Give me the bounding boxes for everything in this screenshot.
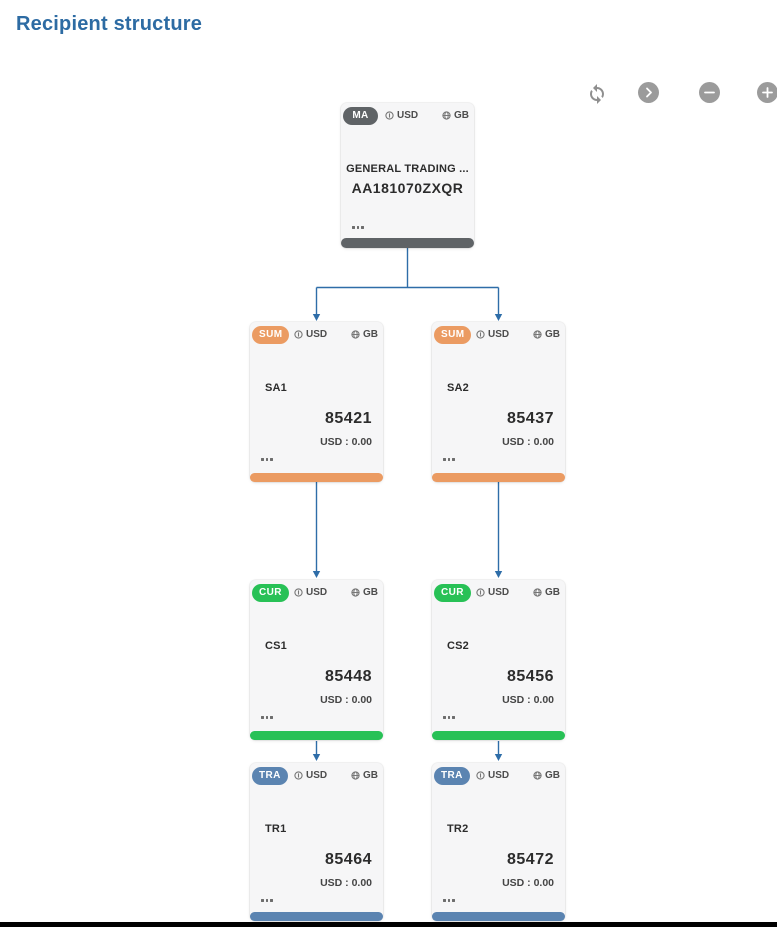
account-type-badge: MA: [343, 107, 378, 125]
card-status-bar: [250, 473, 383, 482]
currency-label: USD: [306, 329, 328, 340]
account-type-badge: TRA: [434, 767, 470, 785]
country-globe-icon: [442, 111, 451, 120]
card-status-bar: [432, 473, 565, 482]
refresh-button[interactable]: [585, 81, 609, 105]
bottom-edge-bar: [0, 922, 777, 927]
account-balance: USD : 0.00: [502, 877, 554, 889]
more-menu-icon[interactable]: [261, 899, 273, 902]
currency-icon: [385, 111, 394, 120]
country-label: GB: [545, 329, 560, 340]
page-title: Recipient structure: [16, 13, 203, 35]
account-card-cs2[interactable]: CUR USD GB CS2 85456 USD : 0.00: [432, 580, 565, 740]
account-name: GENERAL TRADING ...: [346, 163, 469, 175]
account-card-tr1[interactable]: TRA USD GB TR1 85464 USD : 0.00: [250, 763, 383, 921]
account-balance: USD : 0.00: [320, 694, 372, 706]
card-status-bar: [250, 912, 383, 921]
country-globe-icon: [533, 771, 542, 780]
more-menu-icon[interactable]: [352, 226, 364, 229]
currency-label: USD: [397, 110, 419, 121]
card-status-bar: [250, 731, 383, 740]
currency-icon: [476, 771, 485, 780]
account-type-badge: SUM: [252, 326, 290, 344]
expand-button[interactable]: [638, 82, 659, 103]
account-type-badge: TRA: [252, 767, 288, 785]
account-number: 85448: [325, 668, 372, 685]
more-menu-icon[interactable]: [443, 716, 455, 719]
currency-label: USD: [306, 770, 328, 781]
country-label: GB: [454, 110, 469, 121]
account-card-tr2[interactable]: TRA USD GB TR2 85472 USD : 0.00: [432, 763, 565, 921]
country-label: GB: [363, 587, 378, 598]
account-card-sa1[interactable]: SUM USD GB SA1 85421 USD : 0.00: [250, 322, 383, 482]
country-label: GB: [545, 770, 560, 781]
country-globe-icon: [533, 330, 542, 339]
card-status-bar: [432, 731, 565, 740]
account-name: CS1: [265, 640, 287, 652]
card-status-bar: [341, 238, 474, 248]
account-number: 85472: [507, 851, 554, 868]
more-menu-icon[interactable]: [443, 899, 455, 902]
zoom-out-button[interactable]: [699, 82, 720, 103]
country-globe-icon: [351, 330, 360, 339]
account-type-badge: CUR: [252, 584, 289, 602]
account-name: TR2: [447, 823, 469, 835]
account-number: 85464: [325, 851, 372, 868]
currency-icon: [476, 330, 485, 339]
account-balance: USD : 0.00: [502, 436, 554, 448]
more-menu-icon[interactable]: [443, 458, 455, 461]
account-balance: USD : 0.00: [320, 877, 372, 889]
account-name: CS2: [447, 640, 469, 652]
account-type-badge: SUM: [434, 326, 472, 344]
account-number: 85437: [507, 410, 554, 427]
country-label: GB: [363, 770, 378, 781]
currency-icon: [294, 588, 303, 597]
more-menu-icon[interactable]: [261, 716, 273, 719]
currency-label: USD: [488, 770, 510, 781]
account-name: TR1: [265, 823, 287, 835]
country-globe-icon: [351, 771, 360, 780]
country-globe-icon: [533, 588, 542, 597]
account-name: SA1: [265, 382, 287, 394]
zoom-in-button[interactable]: [757, 82, 777, 103]
account-balance: USD : 0.00: [502, 694, 554, 706]
currency-icon: [476, 588, 485, 597]
country-label: GB: [363, 329, 378, 340]
account-number: 85456: [507, 668, 554, 685]
sync-icon: [585, 84, 609, 108]
account-name: SA2: [447, 382, 469, 394]
country-label: GB: [545, 587, 560, 598]
account-balance: USD : 0.00: [320, 436, 372, 448]
currency-label: USD: [488, 587, 510, 598]
currency-icon: [294, 771, 303, 780]
account-type-badge: CUR: [434, 584, 471, 602]
currency-label: USD: [306, 587, 328, 598]
more-menu-icon[interactable]: [261, 458, 273, 461]
currency-icon: [294, 330, 303, 339]
account-number: 85421: [325, 410, 372, 427]
account-number: AA181070ZXQR: [351, 180, 464, 196]
account-card-root[interactable]: MA USD GB GENERAL TRADING ... AA181070ZX…: [341, 103, 474, 248]
country-globe-icon: [351, 588, 360, 597]
account-card-cs1[interactable]: CUR USD GB CS1 85448 USD : 0.00: [250, 580, 383, 740]
card-status-bar: [432, 912, 565, 921]
currency-label: USD: [488, 329, 510, 340]
account-card-sa2[interactable]: SUM USD GB SA2 85437 USD : 0.00: [432, 322, 565, 482]
